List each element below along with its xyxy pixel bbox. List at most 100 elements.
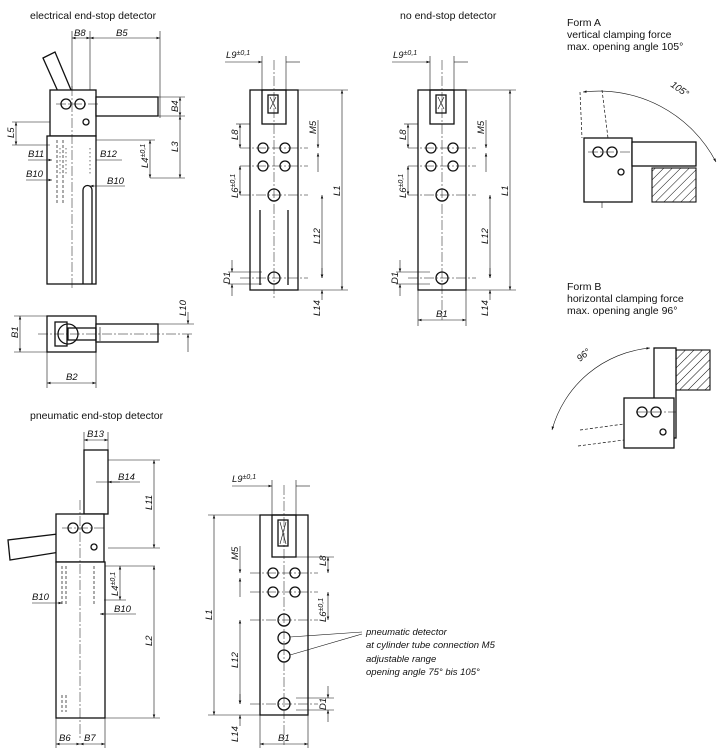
side-a-l9-tol: ±0,1 [237, 50, 251, 57]
dim-l4-tol: ±0,1 [140, 144, 147, 158]
dim-pneu-l4-tol: ±0,1 [110, 572, 117, 586]
dim-b1-top: B1 [10, 326, 21, 338]
side-c-d1: D1 [318, 698, 329, 710]
side-a-l9: L9 [226, 50, 237, 61]
dim-b6: B6 [59, 733, 71, 744]
dim-l2: L2 [144, 635, 155, 646]
dim-b13: B13 [87, 429, 105, 440]
side-c-l6: L6 [318, 611, 329, 622]
pneumatic-note: pneumatic detector at cylinder tube conn… [365, 627, 496, 678]
side-b-l9: L9 [393, 50, 404, 61]
dim-l4: L4 [140, 157, 151, 168]
side-b-l6: L6 [398, 187, 409, 198]
clamp-bar [95, 96, 159, 117]
pneumatic-body [55, 561, 106, 719]
dim-pneu-b10-left: B10 [32, 592, 50, 603]
form-a-head [583, 137, 633, 203]
electrical-title: electrical end-stop detector [30, 10, 157, 22]
dim-b14: B14 [118, 472, 135, 483]
side-c-b1: B1 [278, 733, 290, 744]
clamp-head [49, 89, 97, 137]
side-a-l14: L14 [312, 300, 323, 316]
form-b-workpiece [675, 349, 711, 391]
dim-b10-left: B10 [26, 169, 44, 180]
no-detector-view: no end-stop detector L9±0,1 L8 L6±0,1 D [390, 10, 516, 326]
dim-b4: B4 [170, 100, 181, 112]
svg-text:L6±0,1: L6±0,1 [230, 174, 241, 198]
side-c-l6-tol: ±0,1 [318, 598, 325, 612]
dim-pneu-l4: L4 [110, 585, 121, 596]
side-a-l12: L12 [312, 227, 323, 244]
side-view-a: L9±0,1 L8 L6±0,1 D1 M5 L1 L12 L14 [222, 50, 348, 316]
note-line-4: opening angle 75° bis 105° [366, 667, 480, 678]
side-c-l9: L9 [232, 474, 243, 485]
side-a-d1: D1 [222, 272, 233, 284]
dim-b12: B12 [100, 149, 118, 160]
form-b-line-3: max. opening angle 96° [567, 305, 677, 317]
dim-l11: L11 [144, 495, 155, 510]
svg-text:L6±0,1: L6±0,1 [398, 174, 409, 198]
side-b-l12: L12 [480, 227, 491, 244]
note-line-1: pneumatic detector [365, 627, 448, 638]
side-c-l14: L14 [230, 726, 241, 742]
side-a-l6: L6 [230, 187, 241, 198]
side-view-c: L9±0,1 M5 L8 L6±0,1 L1 L12 L14 D1 B1 [204, 474, 496, 748]
form-a-line-1: Form A [567, 17, 601, 29]
side-a-m5: M5 [308, 120, 319, 134]
side-b-b1: B1 [436, 309, 448, 320]
side-a-l1: L1 [332, 185, 343, 196]
side-c-l9-tol: ±0,1 [243, 474, 257, 481]
dim-pneu-b10-right: B10 [114, 604, 132, 615]
side-c-m5: M5 [230, 546, 241, 560]
form-b-angle: 96° [575, 347, 593, 365]
form-a-angle: 105° [668, 79, 691, 99]
side-b-d1: D1 [390, 272, 401, 284]
form-b-line-2: horizontal clamping force [567, 293, 684, 305]
form-b-line-1: Form B [567, 281, 601, 293]
side-c-l12: L12 [230, 651, 241, 668]
cylinder-body [46, 135, 97, 285]
svg-text:L9±0,1: L9±0,1 [393, 50, 417, 61]
side-a-l6-tol: ±0,1 [230, 174, 237, 188]
note-line-3: adjustable range [366, 654, 436, 665]
side-a-l8: L8 [230, 129, 241, 140]
side-b-l1: L1 [500, 185, 511, 196]
svg-text:L4±0,1: L4±0,1 [110, 572, 121, 596]
form-a-workpiece [651, 167, 697, 203]
dim-b11: B11 [28, 149, 44, 160]
pneumatic-view: pneumatic end-stop detector B13 B14 L11 [7, 410, 164, 748]
form-b-head [623, 397, 675, 449]
dim-b2: B2 [66, 372, 78, 383]
dim-l10: L10 [178, 299, 189, 316]
side-b-l14: L14 [480, 300, 491, 316]
dim-b8: B8 [74, 28, 86, 39]
no-detector-title: no end-stop detector [400, 10, 497, 22]
form-a-line-3: max. opening angle 105° [567, 41, 683, 53]
dim-b7: B7 [84, 733, 96, 744]
svg-text:L4±0,1: L4±0,1 [140, 144, 151, 168]
form-a-bar [631, 141, 697, 167]
electrical-view: electrical end-stop detector B8 B5 B4 [6, 10, 185, 290]
svg-text:L6±0,1: L6±0,1 [318, 598, 329, 622]
top-view-bar [95, 323, 159, 343]
side-b-l9-tol: ±0,1 [404, 50, 418, 57]
form-a-view: Form A vertical clamping force max. open… [567, 17, 717, 208]
pneumatic-title: pneumatic end-stop detector [30, 410, 164, 422]
electrical-top-view: B1 L10 B2 [10, 299, 194, 388]
pneumatic-lever [7, 533, 61, 561]
form-b-view: Form B horizontal clamping force max. op… [551, 281, 711, 449]
side-b-l6-tol: ±0,1 [398, 174, 405, 188]
form-a-line-2: vertical clamping force [567, 29, 672, 41]
side-b-m5: M5 [476, 120, 487, 134]
dim-b10-right: B10 [107, 176, 125, 187]
dim-b5: B5 [116, 28, 128, 39]
side-c-l8: L8 [318, 555, 329, 566]
side-c-l1: L1 [204, 609, 215, 620]
svg-text:L9±0,1: L9±0,1 [232, 474, 256, 485]
side-b-l8: L8 [398, 129, 409, 140]
note-line-2: at cylinder tube connection M5 [366, 640, 496, 651]
dim-l3: L3 [170, 141, 181, 152]
svg-text:L9±0,1: L9±0,1 [226, 50, 250, 61]
dim-l5: L5 [6, 127, 17, 138]
